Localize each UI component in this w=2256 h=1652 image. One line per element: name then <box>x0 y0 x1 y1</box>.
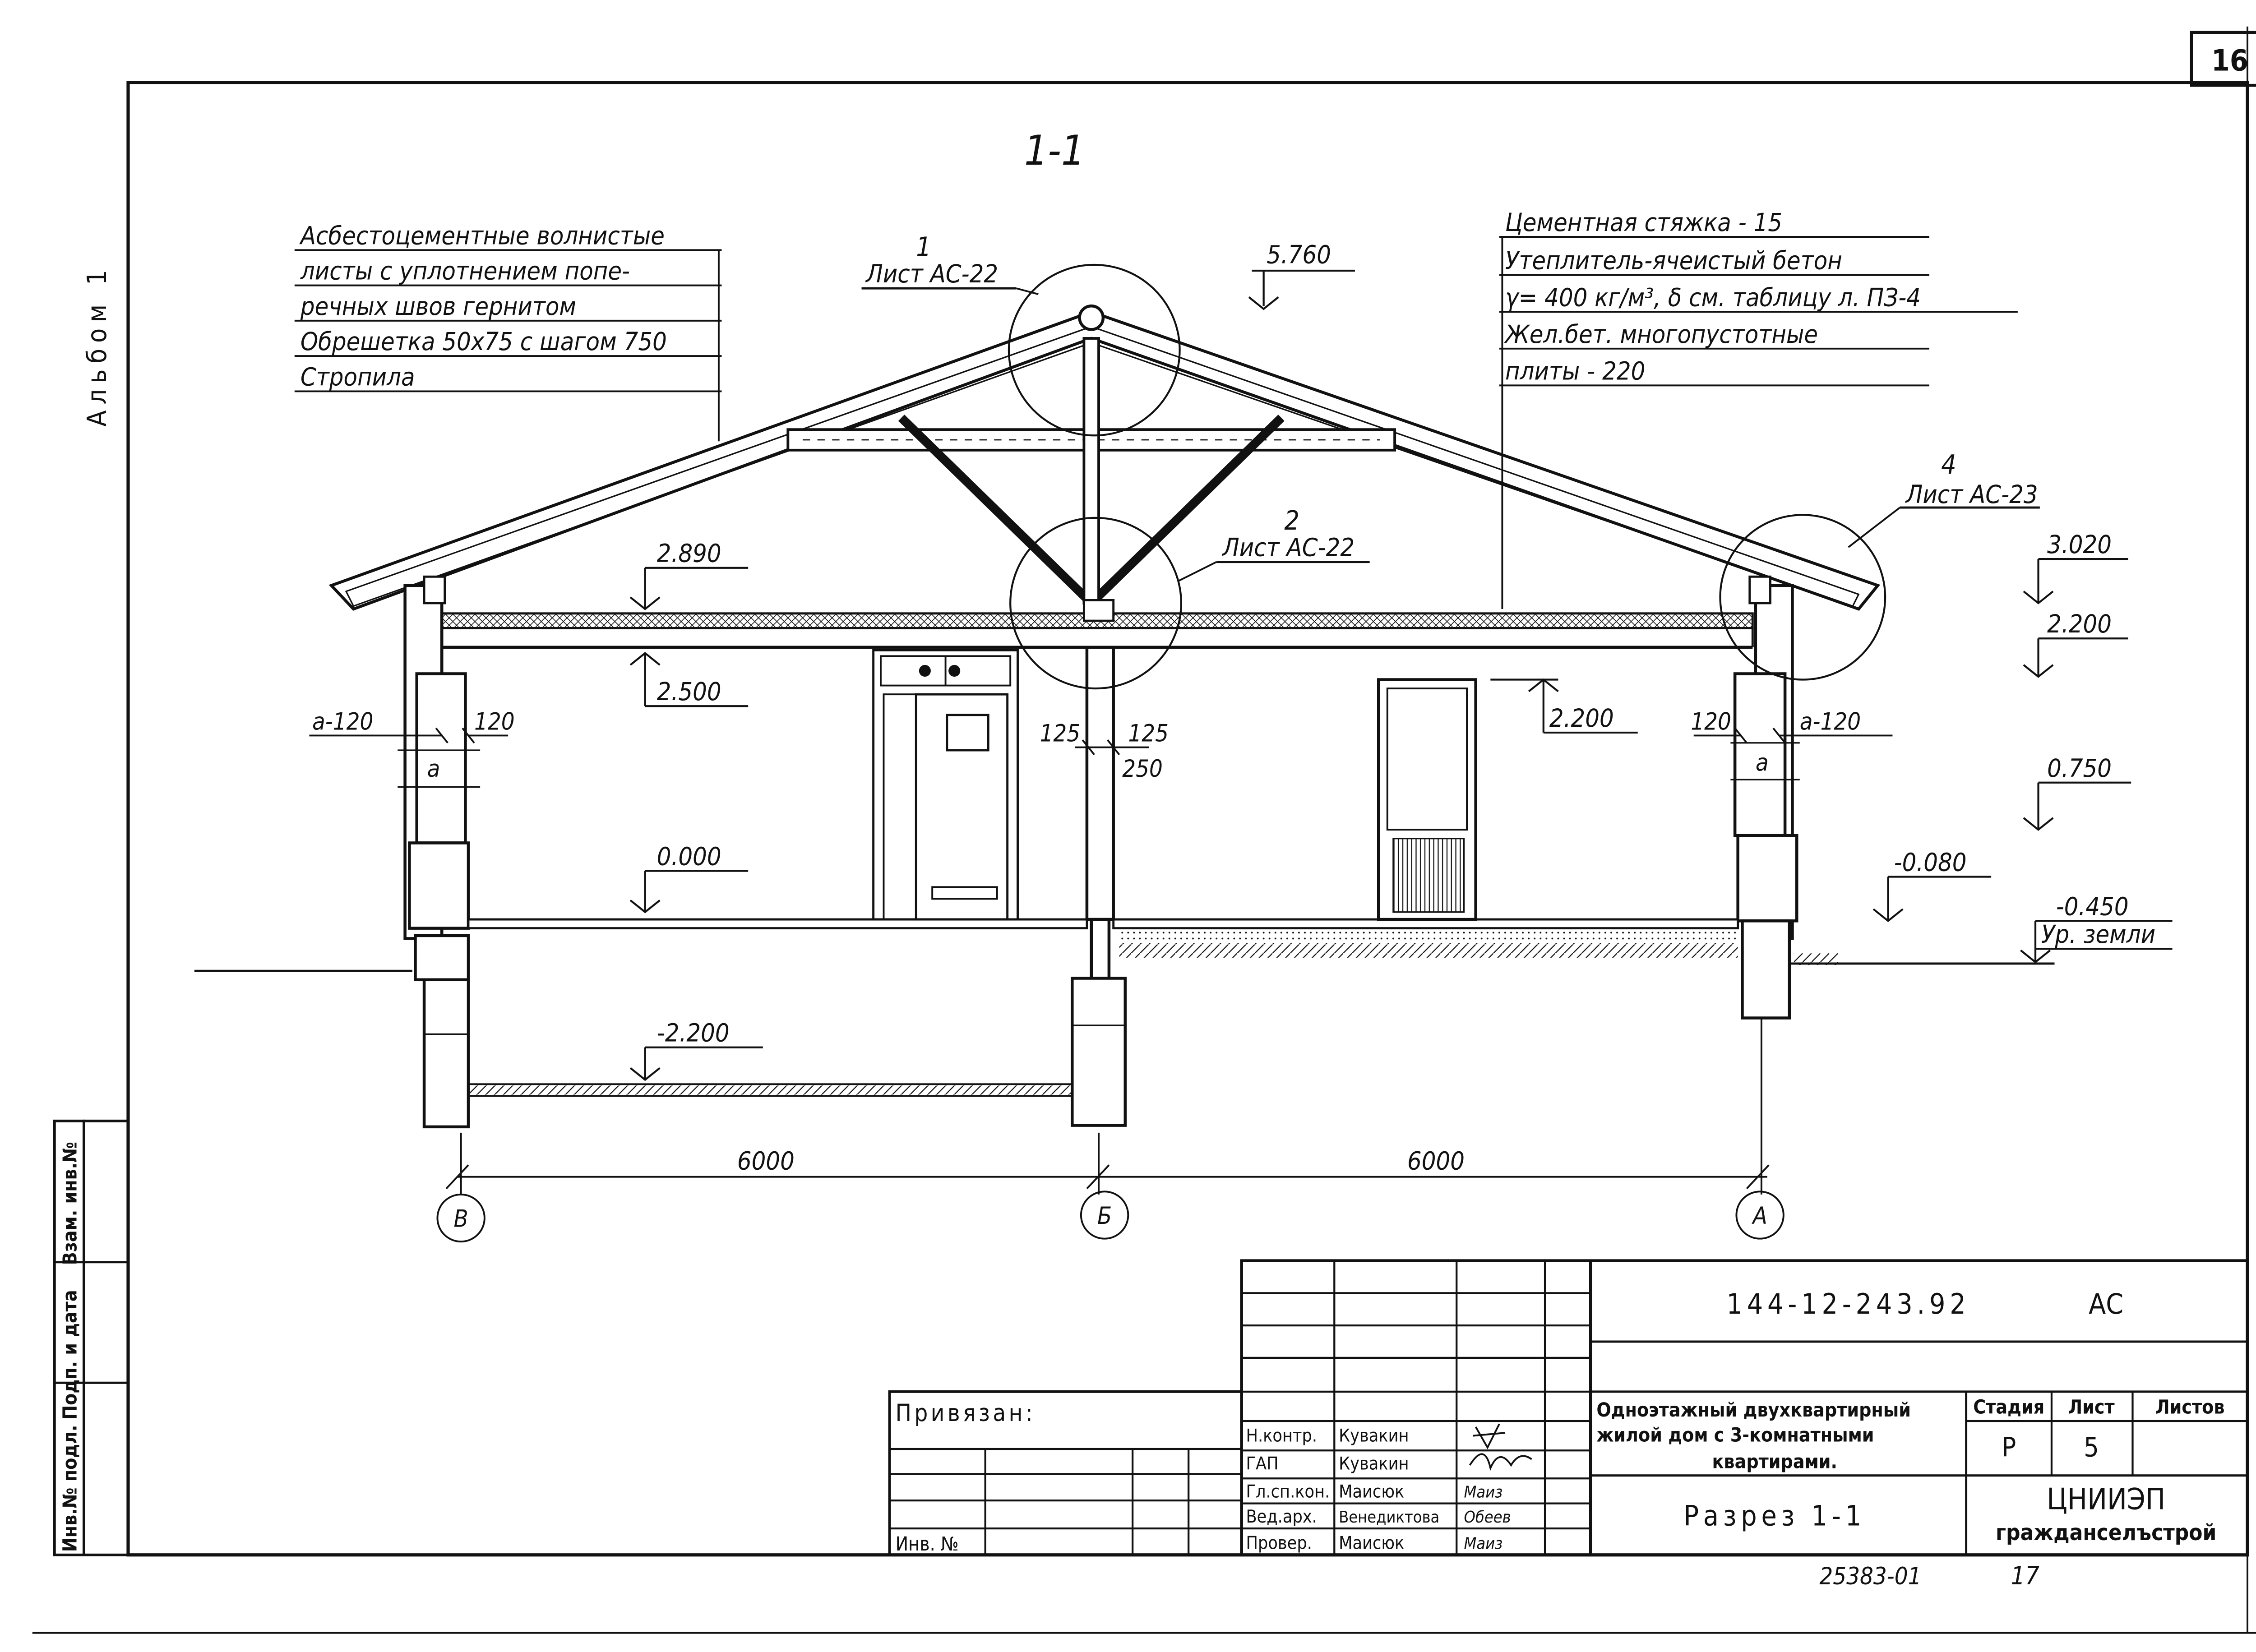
roof-layers-right-leader <box>1499 236 2018 609</box>
detail-circle-4 <box>1719 514 1886 681</box>
staff-name-1: Кувакин <box>1339 1426 1409 1446</box>
balcony-door <box>1377 678 1477 921</box>
staff-role-1: Н.контр. <box>1246 1426 1317 1446</box>
title-block-grid <box>888 1259 2249 1557</box>
roof-layers-left-leader <box>294 249 722 442</box>
floor-slabs <box>467 918 1838 1097</box>
callout-1-number: 1 <box>916 231 931 262</box>
middle-wall <box>1071 599 1127 1127</box>
section-title: 1-1 <box>1024 126 1085 175</box>
left-wall <box>398 575 481 1129</box>
staff-name-3: Маисюк <box>1339 1482 1404 1502</box>
staff-role-2: ГАП <box>1246 1454 1278 1474</box>
staff-sign-5: Маиз <box>1464 1535 1503 1553</box>
roof <box>328 305 1881 611</box>
callout-2-number: 2 <box>1284 505 1299 536</box>
staff-sign-4: Обеев <box>1464 1508 1511 1527</box>
sheets-header: Листов <box>2155 1397 2225 1419</box>
project-name-3: квартирами. <box>1712 1451 1838 1473</box>
dim-right-a120: а-120 <box>1800 708 1861 735</box>
right-wall <box>1730 575 1800 1020</box>
roof-left-layer-1: Асбестоцементные волнистые <box>299 221 665 250</box>
axis-a: А <box>1752 1203 1767 1230</box>
roof-right-layer-5: плиты - 220 <box>1505 357 1645 386</box>
elev-floor: 0.000 <box>657 842 721 871</box>
dim-left-120: 120 <box>474 708 515 735</box>
callout-4-sheet: Лист АС-23 <box>1905 480 2038 509</box>
elev-ceiling-under: 2.500 <box>657 678 721 706</box>
sheet-header: Лист <box>2068 1397 2114 1419</box>
elev-ground-level: -0.450 <box>2056 892 2129 921</box>
staff-sign-3: Маиз <box>1464 1483 1503 1502</box>
callout-2-sheet: Лист АС-22 <box>1221 534 1355 563</box>
callout-4-number: 4 <box>1941 449 1956 480</box>
roof-right-layer-1: Цементная стяжка - 15 <box>1505 208 1782 237</box>
roof-left-layer-2: листы с уплотнением попе- <box>300 257 630 286</box>
elev-sill: 0.750 <box>2047 754 2112 783</box>
footer-code: 25383-01 <box>1819 1563 1921 1590</box>
roof-right-layer-3: γ= 400 кг/м³, δ см. таблицу л. ПЗ-4 <box>1505 283 1921 312</box>
dim-right-a: а <box>1756 750 1769 777</box>
elev-ground-floor-out: -0.080 <box>1894 848 1967 877</box>
callout-1-sheet: Лист АС-22 <box>865 260 998 289</box>
elev-door-head: 2.200 <box>1549 704 1614 733</box>
stage-header: Стадия <box>1973 1397 2044 1419</box>
roof-left-layer-3: речных швов гернитом <box>300 292 576 321</box>
detail-circle-1 <box>1008 263 1181 437</box>
strip-replace-inv: Взам. инв.№ <box>60 1142 82 1265</box>
dim-right-120: 120 <box>1691 708 1731 735</box>
strip-signature-date: Подп. и дата <box>60 1290 82 1419</box>
roof-right-layer-2: Утеплитель-ячеистый бетон <box>1505 247 1842 276</box>
sheet-number: 16 <box>2211 44 2248 78</box>
doc-code: 144-12-243.92 <box>1726 1287 1970 1320</box>
dim-mid-125a: 125 <box>1040 720 1080 748</box>
left-stamp-strip <box>53 1119 129 1556</box>
strip-inv-number: Инв.№ подл. <box>60 1425 82 1552</box>
footer-page: 17 <box>2011 1562 2039 1591</box>
album-label: Альбом 1 <box>81 264 112 426</box>
elevation-marks <box>629 269 2173 1081</box>
stage-value: Р <box>2002 1431 2016 1463</box>
roof-left-layer-5: Стропила <box>300 363 415 392</box>
elev-right-2200: 2.200 <box>2047 610 2112 639</box>
elev-ridge: 5.760 <box>1267 241 1331 270</box>
sheet-value: 5 <box>2084 1431 2099 1463</box>
staff-name-4: Венедиктова <box>1339 1508 1439 1527</box>
inv-label: Инв. № <box>896 1533 959 1555</box>
axes-dimension-line <box>436 1018 1784 1243</box>
roof-left-layer-4: Обрешетка 50x75 с шагом 750 <box>300 328 667 356</box>
roof-right-layer-4: Жел.бет. многопустотные <box>1504 320 1818 349</box>
staff-role-5: Провер. <box>1246 1533 1312 1554</box>
interior-door <box>872 649 1019 921</box>
staff-role-3: Гл.сп.кон. <box>1246 1482 1330 1502</box>
org-name-1: ЦНИИЭП <box>2047 1482 2165 1517</box>
signature-scribbles <box>1469 1423 1532 1471</box>
detail-circle-2 <box>1009 517 1182 690</box>
elev-ceiling: 2.890 <box>657 540 721 568</box>
project-name-2: жилой дом с 3-комнатными <box>1596 1425 1874 1447</box>
detail-callouts <box>861 263 2040 690</box>
project-name-1: Одноэтажный двухквартирный <box>1596 1399 1911 1421</box>
doc-mark: АС <box>2089 1287 2123 1320</box>
sheet-title: Разрез 1-1 <box>1683 1500 1866 1532</box>
dim-mid-250: 250 <box>1122 756 1163 783</box>
staff-role-4: Вед.арх. <box>1246 1507 1317 1527</box>
elev-ground-label: Ур. земли <box>2041 920 2155 949</box>
span-right: 6000 <box>1407 1147 1465 1176</box>
bound-label: Привязан: <box>896 1400 1036 1427</box>
elev-basement: -2.200 <box>657 1019 730 1048</box>
dim-left-a: а <box>427 756 440 783</box>
dim-left-a120: а-120 <box>312 708 373 735</box>
staff-name-5: Маисюк <box>1339 1533 1404 1554</box>
elev-eave: 3.020 <box>2047 531 2112 559</box>
staff-name-2: Кувакин <box>1339 1454 1409 1474</box>
dim-mid-125b: 125 <box>1128 720 1169 748</box>
axis-v: В <box>454 1206 468 1233</box>
span-left: 6000 <box>737 1147 795 1176</box>
axis-b: Б <box>1097 1203 1112 1230</box>
org-name-2: гражданселъстрой <box>1996 1520 2216 1546</box>
wall-dimension-ticks <box>309 727 1893 756</box>
